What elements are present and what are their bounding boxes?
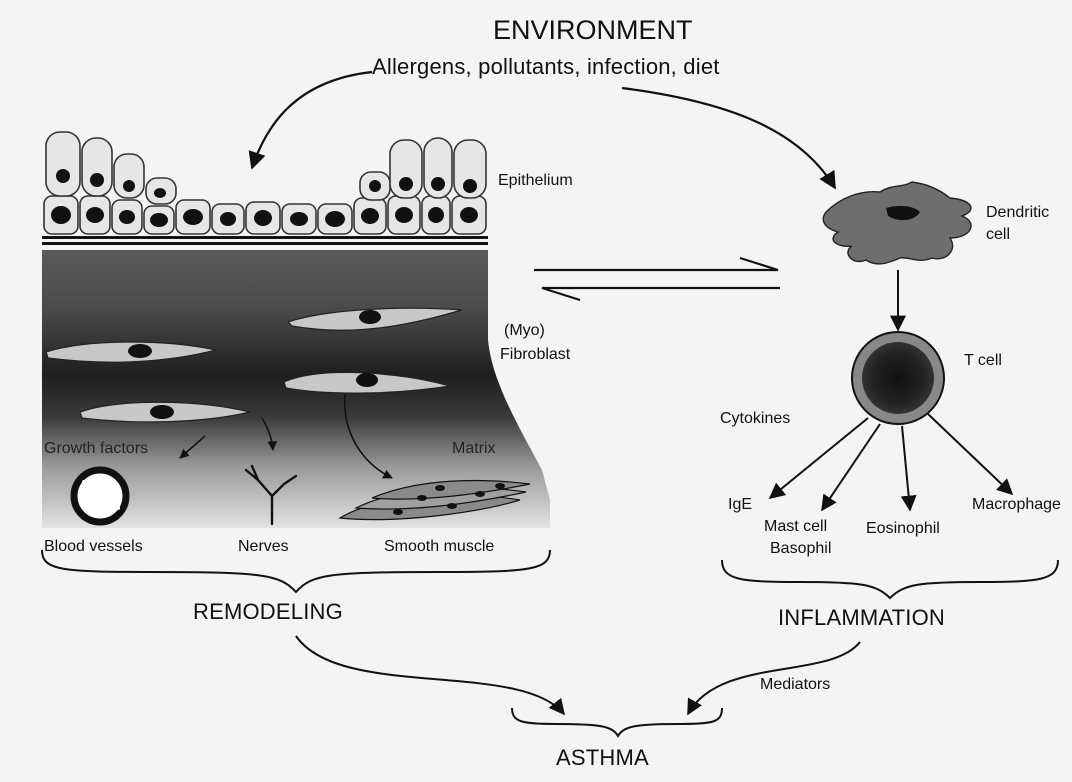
mast-cell-label: Mast cell [764, 518, 827, 536]
reverse-half-arrow [542, 288, 780, 300]
forward-half-arrow [534, 258, 778, 270]
nerves-label: Nerves [238, 538, 289, 556]
asthma-label: ASTHMA [556, 746, 649, 770]
remodeling-brace [42, 550, 550, 592]
remodeling-to-asthma-arrow [296, 636, 564, 714]
environment-to-dendritic-arrow [622, 88, 835, 188]
environment-title: ENVIRONMENT [493, 16, 693, 46]
inflammation-label: INFLAMMATION [778, 606, 945, 630]
smooth-muscle-label: Smooth muscle [384, 538, 494, 556]
cytokines-label: Cytokines [720, 410, 790, 428]
eosinophil-label: Eosinophil [866, 520, 940, 538]
environment-subtitle: Allergens, pollutants, infection, diet [372, 55, 720, 79]
macrophage-label: Macrophage [972, 496, 1061, 514]
ige-label: IgE [728, 496, 752, 514]
remodeling-label: REMODELING [193, 600, 343, 624]
epithelium-cells [44, 132, 486, 234]
inflammation-brace [722, 560, 1058, 598]
airway-tissue [42, 132, 550, 528]
epithelium-label: Epithelium [498, 172, 573, 190]
asthma-brace [512, 708, 722, 736]
myo-label: (Myo) [504, 322, 545, 340]
blood-vessel-icon [74, 470, 126, 522]
t-cell-label: T cell [964, 352, 1002, 370]
t-cell-icon [852, 332, 944, 424]
fibroblast-label: Fibroblast [500, 346, 570, 364]
basophil-label: Basophil [770, 540, 831, 558]
environment-to-epithelium-arrow [252, 72, 372, 168]
basement-membrane [42, 236, 488, 239]
mediators-label: Mediators [760, 676, 830, 694]
equilibrium-arrows [534, 258, 780, 300]
dendritic-cell-icon [823, 182, 971, 264]
growth-factors-label: Growth factors [44, 440, 148, 458]
blood-vessels-label: Blood vessels [44, 538, 143, 556]
matrix-label: Matrix [452, 440, 496, 458]
basement-membrane-inner [42, 242, 488, 245]
dendritic-cell-label-line2: cell [986, 226, 1010, 244]
dendritic-cell-label-line1: Dendritic [986, 204, 1049, 222]
